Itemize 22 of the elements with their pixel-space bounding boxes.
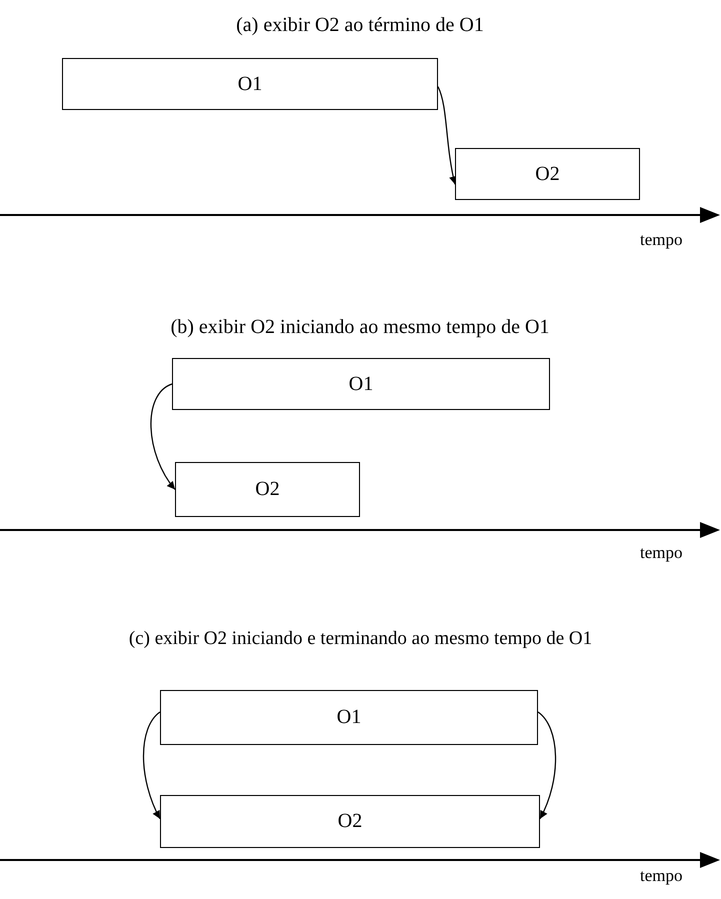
- interval-label: O2: [338, 810, 362, 833]
- interval-box: [62, 58, 438, 110]
- panel-caption: (b) exibir O2 iniciando ao mesmo tempo de O1: [170, 316, 550, 339]
- interval-label: O1: [336, 706, 362, 729]
- curved-arrow: [437, 86, 458, 185]
- axis-label: tempo: [640, 230, 682, 250]
- interval-label: O1: [238, 72, 262, 96]
- interval-box: [455, 148, 640, 200]
- interval-box: [160, 795, 540, 848]
- curved-arrow: [538, 712, 556, 820]
- curved-arrow: [142, 712, 161, 820]
- interval-label: O1: [348, 372, 374, 396]
- axis-label: tempo: [640, 543, 682, 563]
- curved-arrow: [150, 383, 176, 490]
- interval-box: [175, 462, 360, 517]
- interval-box: [160, 690, 538, 745]
- interval-box: [172, 358, 550, 410]
- interval-label: O2: [255, 478, 280, 501]
- panel-caption: (c) exibir O2 iniciando e terminando ao mesmo tempo de O1: [128, 628, 594, 650]
- axis-label: tempo: [640, 866, 682, 886]
- panel-caption: (a) exibir O2 ao término de O1: [235, 14, 485, 37]
- interval-label: O2: [535, 162, 560, 186]
